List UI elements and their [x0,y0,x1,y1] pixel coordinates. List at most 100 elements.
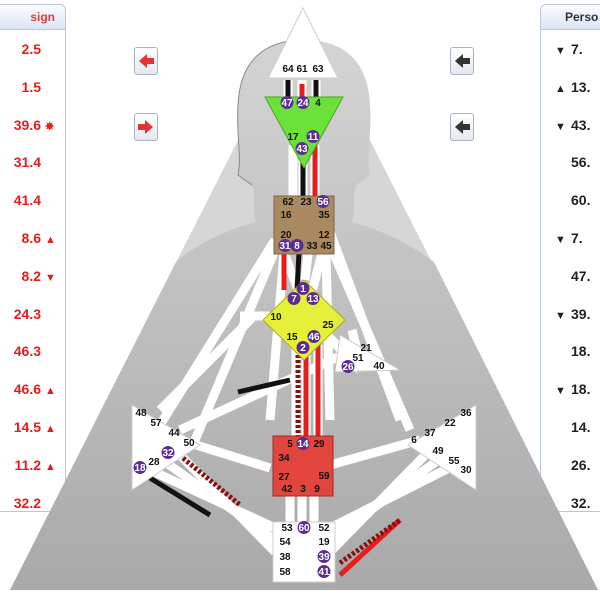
background-triangle [10,10,598,590]
design-value: 11.2 [14,456,41,473]
gate-12-label: 12 [318,230,330,241]
personality-arrow-icon: ▼ [555,45,566,57]
gate-8-marker [290,239,304,252]
gate-62-label: 62 [282,197,294,208]
prev-design-button[interactable] [134,47,158,75]
design-row: 31.4 [14,154,59,170]
gate-7-marker [287,292,301,305]
personality-row: 14. [555,419,590,435]
design-value: 31.4 [13,154,41,171]
gate-25-label: 25 [322,320,334,331]
next-design-button[interactable] [134,113,158,141]
design-value: 1.5 [21,78,41,95]
design-row: 2.5 [22,41,59,57]
design-value: 32.2 [13,494,41,511]
personality-row: 32. [555,495,590,511]
gate-47-label: 47 [281,98,293,109]
gate-31-label: 31 [279,241,291,252]
gate-14-label: 14 [297,439,309,450]
gate-11-marker [306,130,320,143]
personality-row: 60. [555,192,590,208]
gate-24-label: 24 [297,98,309,109]
channel-30-41 [327,460,458,533]
channel-49-19 [326,441,439,556]
personality-value: 56. [571,154,591,171]
active-8 [294,252,302,291]
gate-38-label: 38 [279,552,291,563]
arrow-right-red-icon [138,120,153,134]
design-arrow-icon: ▲ [45,423,56,435]
personality-value: 47. [571,267,591,284]
gate-32-marker [161,446,175,459]
arrow-left-red-icon [139,54,154,68]
gate-26-label: 26 [342,362,354,373]
gate-17-label: 17 [287,132,299,143]
gate-52-label: 52 [318,523,330,534]
channel-48-16 [156,237,279,428]
personality-arrow-icon: ▼ [555,385,566,398]
active-41-30 [338,518,402,577]
gate-42-label: 42 [281,484,293,495]
gate-57-label: 57 [150,418,162,429]
gate-7-label: 7 [291,294,297,305]
gate-40-label: 40 [373,361,385,372]
gate-64-label: 64 [282,64,294,75]
personality-row: 18. [555,343,590,359]
channel-50-27 [178,435,272,473]
gate-60-label: 60 [298,523,310,534]
gate-61-label: 61 [296,64,308,75]
arrow-left-black-icon [455,54,470,68]
design-row: 14.5▲ [14,419,59,435]
prev-personality-button[interactable] [450,47,474,75]
design-row: 39.6✸ [14,117,59,133]
design-row: 32.2 [14,495,59,511]
gate-18-marker [133,461,147,474]
gate-53-label: 53 [281,523,293,534]
channel-28-38 [162,458,278,544]
ego-center [334,334,402,373]
design-row: 41.4 [14,192,59,208]
personality-value: 26. [571,456,591,473]
personality-arrow-icon: ▼ [555,120,566,133]
gate-43-marker [295,142,309,155]
active-channels [148,80,402,577]
gate-1-marker [296,282,310,295]
active-18 [148,475,212,518]
personality-panel-header: Perso [541,5,600,30]
gate-2-marker [296,341,310,354]
active-39-55 [338,517,402,566]
personality-value: 32. [571,494,591,511]
gate-44-label: 44 [168,428,180,439]
body-silhouette [10,40,598,590]
channel-1-8 [279,251,304,294]
root-center [272,521,336,583]
personality-value: 60. [571,192,591,209]
gate-47-marker [280,96,294,109]
gate-58-label: 58 [279,567,291,578]
gate-13-marker [306,292,320,305]
gate-35-label: 35 [318,210,330,221]
gate-43-label: 43 [296,144,308,155]
personality-row: 56. [555,154,590,170]
active-57-20 [237,377,291,395]
next-personality-button[interactable] [450,113,474,141]
gate-23-label: 23 [300,197,312,208]
personality-value: 18. [571,343,591,360]
gate-50-label: 50 [183,438,195,449]
design-row: 46.6▲ [14,381,59,397]
gate-22-label: 22 [444,418,456,429]
gate-28-label: 28 [148,457,160,468]
g-center [262,279,346,361]
active-32-54 [181,456,242,507]
design-arrow-icon: ✸ [45,120,55,133]
personality-value: 7. [571,230,583,246]
channel-18-58 [148,465,277,533]
personality-row: ▼7. [555,230,583,246]
design-value: 8.6 [21,230,41,246]
gate-16-label: 16 [280,210,292,221]
personality-value: 43. [571,116,591,133]
gate-13-label: 13 [307,294,319,305]
personality-row: ▼7. [555,41,583,57]
